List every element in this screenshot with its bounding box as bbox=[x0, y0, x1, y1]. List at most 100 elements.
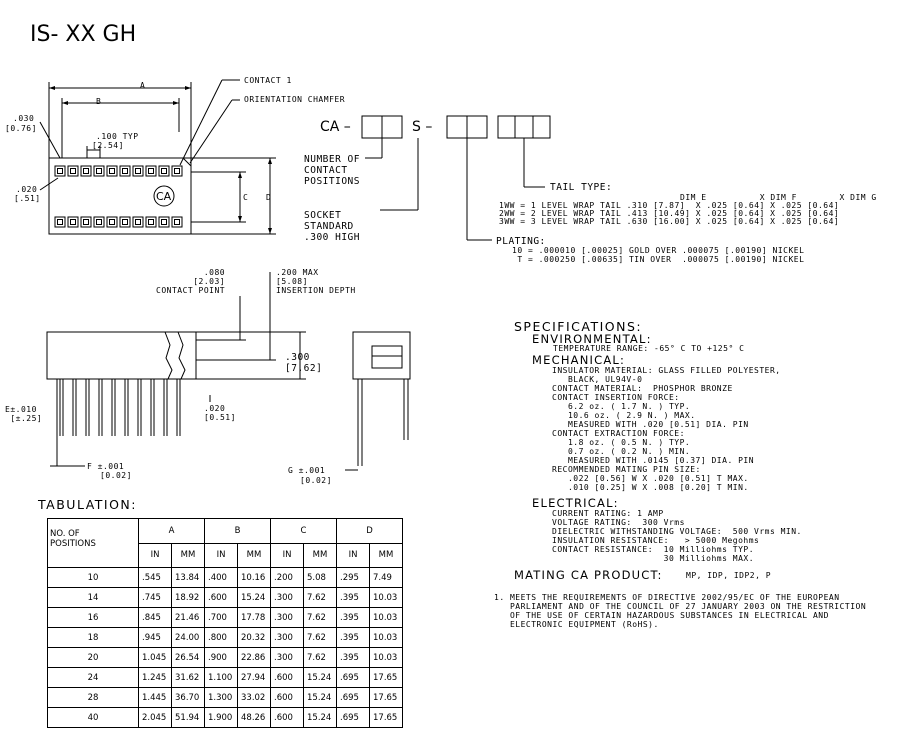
spec-line: MEASURED WITH .0145 [0.37] DIA. PIN bbox=[552, 456, 755, 465]
height-label: .300 [7.62] bbox=[285, 352, 323, 374]
positions-label: NUMBER OF CONTACT POSITIONS bbox=[304, 154, 360, 187]
value-cell: .700 bbox=[204, 607, 238, 628]
spec-line: CONTACT EXTRACTION FORCE: bbox=[552, 429, 685, 438]
value-cell: 17.78 bbox=[237, 607, 271, 628]
value-cell: 1.045 bbox=[138, 647, 172, 668]
contact-pad bbox=[132, 216, 144, 228]
value-cell: 15.24 bbox=[303, 707, 337, 728]
spec-line: MEASURED WITH .020 [0.51] DIA. PIN bbox=[552, 420, 749, 429]
group-a-header: A bbox=[138, 518, 205, 544]
value-cell: .400 bbox=[204, 567, 238, 588]
spec-title: SPECIFICATIONS: bbox=[514, 319, 643, 334]
plating-row-1: 10 = .000010 [.00025] GOLD OVER .000075 … bbox=[512, 246, 805, 255]
positions-cell: 28 bbox=[47, 687, 139, 708]
value-cell: 36.70 bbox=[171, 687, 205, 708]
value-cell: .800 bbox=[204, 627, 238, 648]
unit-mm-header: MM bbox=[237, 542, 271, 568]
dim-g-label: G ±.001 bbox=[288, 466, 326, 475]
dim-030-label: .030 bbox=[13, 114, 35, 123]
value-cell: 1.445 bbox=[138, 687, 172, 708]
value-cell: .545 bbox=[138, 567, 172, 588]
side-pin bbox=[98, 379, 103, 436]
value-cell: 13.84 bbox=[171, 567, 205, 588]
dim-c-label: C bbox=[243, 193, 249, 202]
spec-line: INSULATOR MATERIAL: GLASS FILLED POLYEST… bbox=[552, 366, 781, 375]
contact-pad bbox=[145, 165, 157, 177]
value-cell: 7.49 bbox=[369, 567, 403, 588]
side-pin bbox=[72, 379, 77, 436]
contact-pad bbox=[93, 216, 105, 228]
value-cell: .600 bbox=[270, 707, 304, 728]
ca-logo-circle bbox=[153, 185, 175, 207]
dim-f-label: F ±.001 bbox=[87, 462, 125, 471]
value-cell: 15.24 bbox=[237, 587, 271, 608]
plating-row-2: T = .000250 [.00635] TIN OVER .000075 [.… bbox=[512, 255, 805, 264]
positions-cell: 10 bbox=[47, 567, 139, 588]
value-cell: 51.94 bbox=[171, 707, 205, 728]
tail-header: DIM E X DIM F X DIM G bbox=[680, 193, 877, 202]
spec-line: .010 [0.25] W X .008 [0.20] T MIN. bbox=[552, 483, 749, 492]
value-cell: 7.62 bbox=[303, 587, 337, 608]
side-020-label: .020 [0.51] bbox=[204, 404, 236, 422]
value-cell: 1.900 bbox=[204, 707, 238, 728]
insertion-depth-label: .200 MAX [5.08] INSERTION DEPTH bbox=[276, 268, 356, 295]
value-cell: .600 bbox=[270, 687, 304, 708]
contact-pad bbox=[67, 165, 79, 177]
value-cell: .295 bbox=[336, 567, 370, 588]
rohs-note: 1. MEETS THE REQUIREMENTS OF DIRECTIVE 2… bbox=[494, 593, 867, 629]
spec-line: 6.2 oz. ( 1.7 N. ) TYP. bbox=[552, 402, 691, 411]
page-title: IS- XX GH bbox=[30, 22, 137, 47]
value-cell: 10.03 bbox=[369, 587, 403, 608]
tail-row-1: 1WW = 1 LEVEL WRAP TAIL .310 [7.87] X .0… bbox=[499, 201, 840, 210]
dim-020-mm-label: [.51] bbox=[14, 194, 41, 203]
mating-value: MP, IDP, IDP2, P bbox=[686, 571, 772, 580]
spec-line: 0.7 oz. ( 0.2 N. ) MIN. bbox=[552, 447, 691, 456]
tail-type-label: TAIL TYPE: bbox=[550, 182, 613, 193]
side-pin bbox=[137, 379, 142, 436]
spec-line: 1.8 oz. ( 0.5 N. ) TYP. bbox=[552, 438, 691, 447]
spec-line: INSULATION RESISTANCE: > 5000 Megohms bbox=[552, 536, 760, 545]
value-cell: 2.045 bbox=[138, 707, 172, 728]
unit-in-header: IN bbox=[204, 542, 238, 568]
value-cell: 1.100 bbox=[204, 667, 238, 688]
value-cell: 10.03 bbox=[369, 627, 403, 648]
ca-logo-text: CA bbox=[156, 190, 172, 203]
contact-pad bbox=[106, 165, 118, 177]
contact-pad bbox=[54, 165, 66, 177]
pad-row-bottom bbox=[54, 216, 183, 228]
contact-pad bbox=[93, 165, 105, 177]
value-cell: .395 bbox=[336, 627, 370, 648]
group-c-header: C bbox=[270, 518, 337, 544]
spec-line: 30 Milliohms MAX. bbox=[552, 554, 755, 563]
contact-pad bbox=[171, 216, 183, 228]
side-pin bbox=[124, 379, 129, 436]
pitch-mm-label: [2.54] bbox=[92, 141, 124, 150]
contact-pad bbox=[67, 216, 79, 228]
value-cell: 15.24 bbox=[303, 687, 337, 708]
value-cell: 31.62 bbox=[171, 667, 205, 688]
spec-line: CONTACT RESISTANCE: 10 Milliohms TYP. bbox=[552, 545, 755, 554]
side-pin bbox=[163, 379, 168, 436]
plating-label: PLATING: bbox=[496, 236, 546, 247]
tabulation-title: TABULATION: bbox=[38, 497, 137, 512]
side-pin bbox=[85, 379, 90, 436]
contact-pad bbox=[106, 216, 118, 228]
spec-temp: TEMPERATURE RANGE: -65° C TO +125° C bbox=[553, 344, 745, 353]
side-pin bbox=[111, 379, 116, 436]
spec-electrical: ELECTRICAL: bbox=[532, 496, 619, 510]
value-cell: 5.08 bbox=[303, 567, 337, 588]
contact-pad bbox=[54, 216, 66, 228]
dim-f-mm-label: [0.02] bbox=[100, 471, 132, 480]
value-cell: 10.16 bbox=[237, 567, 271, 588]
dim-020-label: .020 bbox=[16, 185, 38, 194]
value-cell: .695 bbox=[336, 707, 370, 728]
value-cell: .695 bbox=[336, 687, 370, 708]
value-cell: 24.00 bbox=[171, 627, 205, 648]
